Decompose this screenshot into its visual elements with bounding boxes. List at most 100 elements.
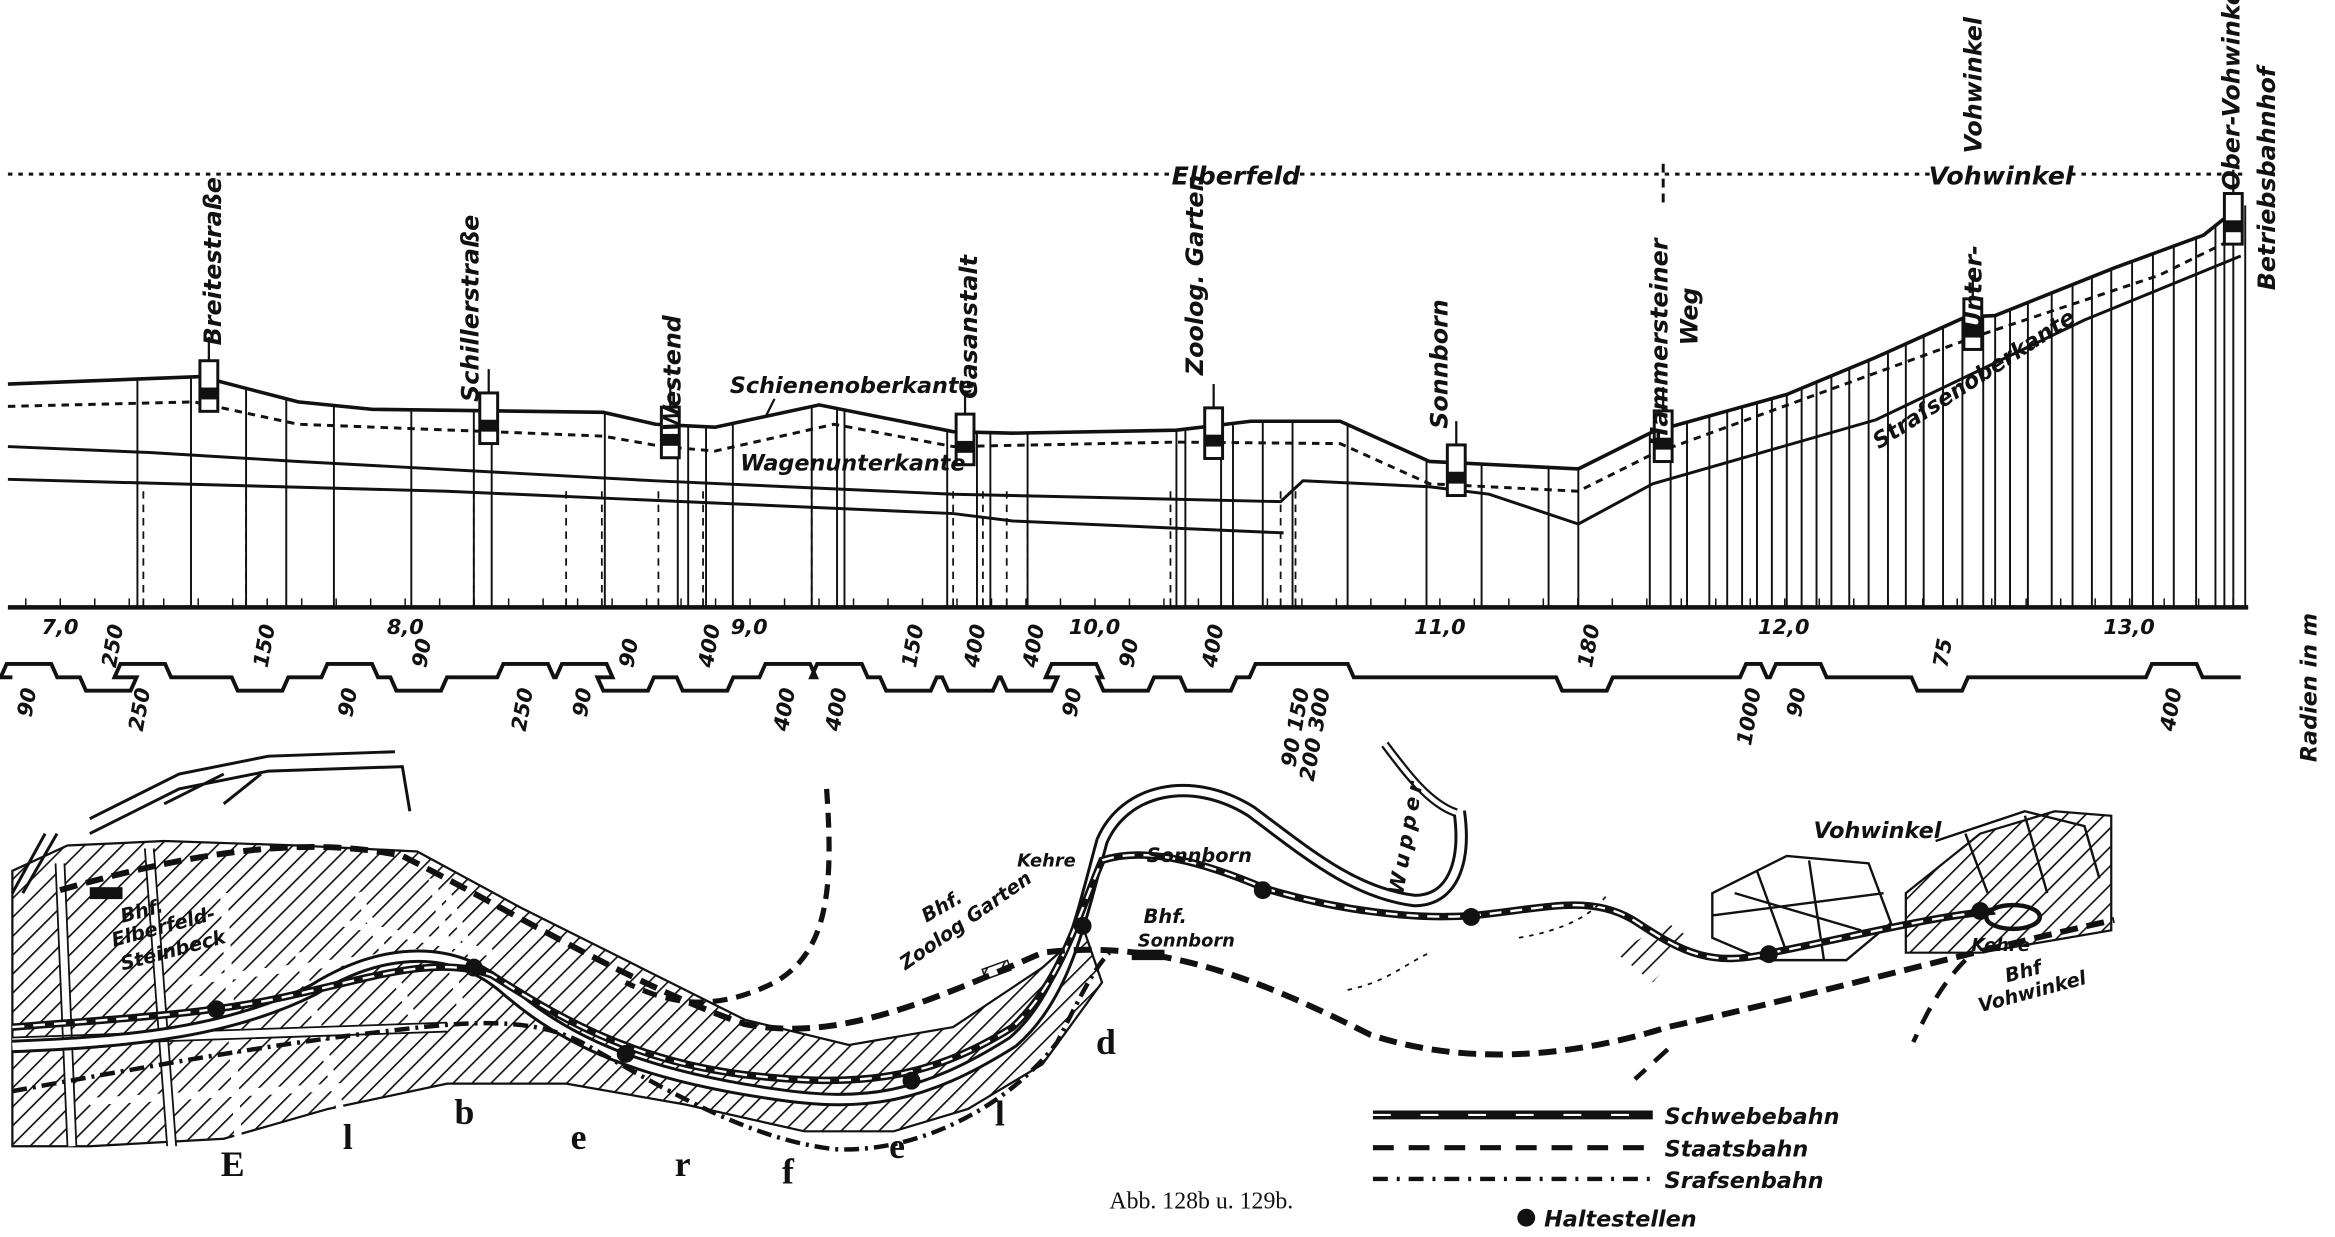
station-label-unter-vohwinkel: Vohwinkel [1960, 16, 1988, 153]
haltestelle-stop-dot [902, 1071, 921, 1090]
map-label-kehre: Kehre [1017, 850, 1076, 871]
radius-label-below: 400 [769, 686, 800, 734]
station-structure [1203, 406, 1225, 460]
city-letter: d [1096, 1022, 1116, 1062]
station-label-betriebsbahnhof: Betriebsbahnhof [2253, 64, 2281, 290]
pillar-lines [136, 205, 2247, 608]
legend-haltestellen-dot [1517, 1208, 1536, 1227]
haltestelle-stop-dot [1253, 881, 1272, 900]
street-grid-outline [12, 848, 448, 1147]
legend-schwebebahn-label: Schwebebahn [1665, 1104, 1840, 1130]
map-label-sonnborn: Sonnborn [1147, 844, 1252, 867]
station-label-schillerstrasse: Schillerstraße [456, 215, 484, 402]
map-label-wupper: Wupper [1384, 776, 1428, 897]
radius-unit-label: Radien in m [2297, 613, 2323, 762]
route-map: Bhf. Elberfeld- Steinbeck Bhf. Zoolog Ga… [11, 741, 2115, 1192]
map-label-zoolog-garten: Zoolog Garten [894, 866, 1036, 975]
km-label: 13,0 [2103, 615, 2154, 639]
haltestelle-stop-dot [1073, 916, 1092, 935]
station-platform [661, 433, 680, 446]
haltestelle-stop-dot [616, 1044, 635, 1063]
station-building-steinbeck [89, 887, 123, 900]
footpath-dotted [1347, 892, 1609, 991]
km-labels: 7,0 8,0 9,0 10,0 11,0 12,0 13,0 [42, 615, 2155, 639]
city-letter: E [221, 1144, 245, 1184]
station-structure [198, 359, 220, 413]
longitudinal-profile: Elberfeld Vohwinkel Breitestraße Schille… [0, 0, 2323, 783]
vohwinkel-town-streets [1711, 810, 2101, 962]
radius-label-above: 150 [897, 622, 928, 669]
lower-ground-line [7, 477, 1284, 535]
radius-label-above: 90 [614, 637, 643, 670]
map-label-kehre-vohwinkel: Kehre [1971, 935, 2030, 956]
station-platform [956, 440, 974, 453]
radius-label-below: 90 [568, 686, 597, 719]
radius-label-above: 400 [694, 622, 725, 670]
station-label-ober-vohwinkel: Ober-Vohwinkel [2217, 0, 2245, 191]
station-platform [479, 419, 498, 432]
legend-haltestellen-label: Haltestellen [1544, 1207, 1697, 1233]
radius-label-above: 400 [959, 622, 990, 670]
station-label-gasanstalt: Gasanstalt [955, 253, 983, 399]
station-platform [1654, 437, 1673, 450]
radius-label-below: 400 [820, 686, 851, 734]
haltestelle-stop-dot [464, 958, 483, 977]
city-letter: f [782, 1151, 795, 1191]
radius-label-below: 90 [333, 686, 362, 719]
station-label-westend: Westend [659, 314, 687, 431]
haltestelle-stop-dot [1462, 908, 1481, 926]
station-label-breitestrasse: Breitestraße [199, 177, 227, 345]
radius-label-above: 75 [1928, 637, 1957, 670]
car-bottom-dashed-line [7, 233, 2242, 493]
station-structure [1445, 443, 1467, 498]
station-building-zoo [981, 959, 1012, 981]
radius-label-below: 250 [124, 686, 155, 733]
map-label-sonnborn-station: Sonnborn [1138, 931, 1235, 952]
km-label: 11,0 [1414, 615, 1465, 639]
city-name-elberfeld: E l b e r f e l d [221, 1022, 1116, 1192]
street-lines-north [11, 750, 412, 894]
figure-caption: Abb. 128b u. 129b. [1109, 1189, 1293, 1215]
station-platform [1447, 471, 1466, 484]
region-label-elberfeld: Elberfeld [1172, 162, 1302, 191]
legend-strassenbahn-label: Srafsenbahn [1665, 1168, 1824, 1194]
radius-label-above: 180 [1573, 622, 1604, 669]
schwebebahn-route-dashes [12, 853, 1996, 1082]
station-label-unter: Unter- [1960, 245, 1988, 330]
region-label-vohwinkel: Vohwinkel [1929, 162, 2074, 191]
haltestelle-stop-dot [1759, 945, 1778, 964]
km-tick-marks [25, 598, 2234, 608]
km-label: 12,0 [1758, 615, 1809, 639]
line-label-wagenunterkante: Wagenunterkante [740, 450, 965, 476]
built-up-area-hatched [11, 839, 1104, 1148]
station-platform [2224, 220, 2243, 233]
haltestelle-stop-dot [207, 1000, 226, 1019]
radius-label-below: 90 [13, 686, 42, 719]
curve-radius-band [0, 661, 2241, 693]
city-letter: r [675, 1144, 691, 1184]
city-letter: b [454, 1092, 474, 1132]
strassenbahn-route [11, 951, 1112, 1152]
street-top-line [7, 254, 2242, 526]
radius-label-below: 90 [1782, 686, 1811, 719]
station-label-hammersteiner: Hammersteiner [1646, 237, 1674, 446]
city-letter: l [343, 1117, 353, 1157]
station-platform [1963, 325, 1982, 338]
station-label-sonnborn: Sonnborn [1425, 299, 1453, 428]
map-label-bhf-sonnborn: Bhf. [1144, 905, 1187, 928]
radius-label-below: 250 [507, 686, 538, 733]
staatsbahn-branch [624, 788, 832, 1005]
built-up-area-hatched-sonnborn [1615, 922, 1690, 983]
km-label: 7,0 [42, 615, 79, 639]
staatsbahn-route [59, 844, 2115, 1058]
radius-label-below: 1000 [1732, 686, 1766, 747]
radius-label-above: 400 [1018, 622, 1049, 670]
km-label: 9,0 [731, 615, 768, 639]
km-label: 10,0 [1069, 615, 1120, 639]
radius-label-below: 90 [1058, 686, 1087, 719]
radius-label-above: 150 [249, 622, 280, 669]
radius-label-above: 400 [1197, 622, 1228, 670]
radius-label-above: 90 [407, 637, 436, 670]
